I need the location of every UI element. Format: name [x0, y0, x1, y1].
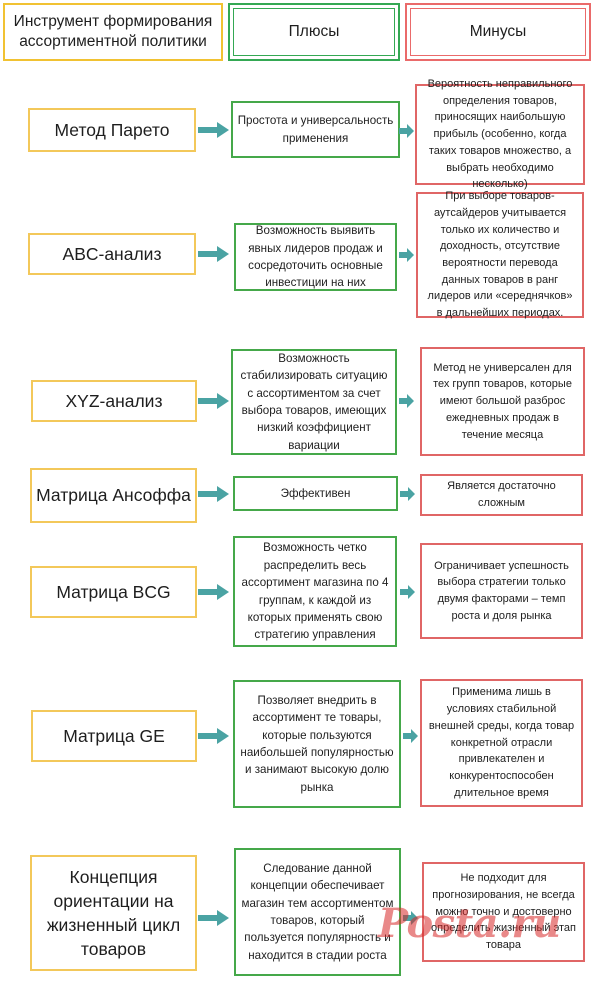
tool-xyz: XYZ-анализ	[31, 380, 197, 422]
tool-abc: ABC-анализ	[28, 233, 196, 275]
header-plus-label: Плюсы	[288, 22, 340, 40]
plus-pareto: Простота и универсальность применения	[231, 101, 400, 158]
header-tool: Инструмент формирования ассортиментной п…	[3, 3, 223, 61]
header-tool-label: Инструмент формирования ассортиментной п…	[13, 12, 213, 50]
minus-text: Метод не универсален для тех групп товар…	[433, 361, 572, 441]
minus-text: Ограничивает успешность выбора стратегии…	[434, 559, 569, 622]
tool-ge: Матрица GE	[31, 710, 197, 762]
minus-pareto: Вероятность неправильного определения то…	[415, 78, 585, 190]
arrow-right-small-icon	[400, 487, 415, 501]
arrow-right-icon	[198, 728, 229, 744]
arrow-right-icon	[198, 122, 229, 138]
plus-ansoff: Эффективен	[233, 476, 398, 511]
minus-bcg: Ограничивает успешность выбора стратегии…	[420, 543, 583, 639]
minus-text: При выборе товаров-аутсайдеров учитывает…	[427, 190, 573, 320]
arrow-right-small-icon	[403, 911, 418, 925]
arrow-right-icon	[198, 246, 229, 262]
plus-text: Возможность четко распределить весь ассо…	[241, 541, 389, 642]
minus-text: Применима лишь в условиях стабильной вне…	[428, 686, 575, 799]
arrow-right-icon	[198, 393, 229, 409]
header-minus: Минусы	[405, 3, 591, 61]
plus-bcg: Возможность четко распределить весь ассо…	[233, 536, 397, 647]
arrow-right-small-icon	[400, 585, 415, 599]
minus-text: Не подходит для прогнозирования, не всег…	[431, 872, 576, 952]
tool-label: XYZ-анализ	[65, 390, 163, 411]
arrow-right-small-icon	[399, 248, 414, 262]
header-minus-label: Минусы	[469, 22, 527, 40]
tool-lifecycle: Концепция ориентации на жизненный цикл т…	[30, 855, 197, 971]
plus-xyz: Возможность стабилизировать ситуацию с а…	[231, 349, 397, 455]
arrow-right-small-icon	[399, 394, 414, 408]
minus-ge: Применима лишь в условиях стабильной вне…	[420, 679, 583, 807]
tool-label: Матрица Ансоффа	[36, 485, 191, 506]
tool-label: Метод Парето	[54, 119, 170, 140]
plus-text: Эффективен	[280, 486, 351, 500]
tool-label: Матрица BCG	[56, 581, 171, 602]
plus-text: Возможность выявить явных лидеров продаж…	[248, 224, 383, 290]
minus-text: Является достаточно сложным	[447, 480, 556, 509]
plus-text: Простота и универсальность применения	[237, 114, 394, 145]
minus-text: Вероятность неправильного определения то…	[427, 77, 573, 191]
minus-lifecycle: Не подходит для прогнозирования, не всег…	[422, 862, 585, 962]
minus-xyz: Метод не универсален для тех групп товар…	[420, 347, 585, 456]
minus-ansoff: Является достаточно сложным	[420, 474, 583, 516]
tool-label: Матрица GE	[63, 725, 165, 746]
minus-abc: При выборе товаров-аутсайдеров учитывает…	[416, 190, 584, 319]
plus-ge: Позволяет внедрить в ассортимент те това…	[233, 680, 401, 808]
plus-text: Возможность стабилизировать ситуацию с а…	[240, 351, 388, 452]
arrow-right-icon	[198, 584, 229, 600]
tool-label: ABC-анализ	[62, 243, 162, 264]
plus-abc: Возможность выявить явных лидеров продаж…	[234, 223, 397, 291]
tool-pareto: Метод Парето	[28, 108, 196, 152]
plus-text: Следование данной концепции обеспечивает…	[241, 861, 394, 962]
arrow-right-icon	[198, 910, 229, 926]
arrow-right-small-icon	[399, 124, 414, 138]
plus-lifecycle: Следование данной концепции обеспечивает…	[234, 848, 401, 976]
header-plus: Плюсы	[228, 3, 400, 61]
tool-bcg: Матрица BCG	[30, 566, 197, 618]
tool-ansoff: Матрица Ансоффа	[30, 468, 197, 523]
arrow-right-icon	[198, 486, 229, 502]
tool-label: Концепция ориентации на жизненный цикл т…	[46, 866, 181, 960]
plus-text: Позволяет внедрить в ассортимент те това…	[240, 693, 394, 794]
arrow-right-small-icon	[403, 729, 418, 743]
